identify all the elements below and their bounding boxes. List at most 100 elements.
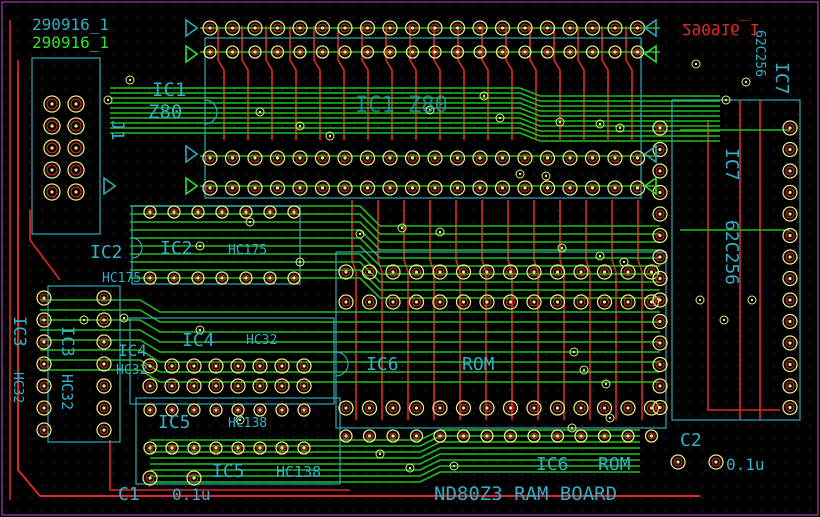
pad — [596, 294, 613, 310]
trace-vertical — [241, 26, 249, 140]
pad-inner — [388, 267, 398, 277]
pad-inner — [498, 23, 507, 33]
pad — [43, 161, 61, 179]
pad-inner — [647, 403, 656, 413]
via — [195, 241, 205, 251]
pad-inner — [623, 297, 633, 307]
pad-inner — [565, 153, 575, 163]
pad-inner — [655, 403, 665, 412]
pad-inner — [459, 297, 468, 307]
trace-bus — [150, 465, 640, 477]
pad — [67, 117, 85, 135]
pad-hole — [649, 434, 654, 438]
pad — [585, 45, 600, 59]
pad-hole — [344, 406, 348, 410]
c2-ref-label: C2 — [680, 430, 702, 451]
pad-inner — [647, 267, 656, 277]
pad-inner — [483, 432, 491, 440]
pad-hole — [649, 270, 654, 274]
via — [691, 59, 701, 69]
pad-inner — [168, 444, 176, 452]
pad-hole — [208, 26, 212, 30]
ic7b-value-label: 62C256 — [721, 220, 742, 285]
pad-inner — [576, 403, 586, 413]
pad-inner — [673, 457, 683, 467]
pad-hole — [148, 408, 152, 412]
via — [449, 461, 459, 471]
ic4-outline — [129, 317, 335, 405]
pad-hole — [478, 26, 482, 30]
pad-inner — [70, 142, 82, 154]
pad-inner — [577, 432, 585, 440]
via — [103, 95, 113, 105]
pad-inner — [340, 183, 350, 193]
pad-inner — [205, 23, 215, 33]
pad-hole — [508, 434, 513, 438]
pad-hole — [220, 210, 224, 214]
trace-vertical — [577, 26, 585, 140]
pad-inner — [363, 183, 372, 193]
via — [479, 91, 489, 101]
j1-ref-label: J1 — [107, 120, 127, 140]
pad-hole — [579, 434, 583, 438]
pad-hole — [788, 384, 792, 388]
pad-hole — [545, 26, 550, 30]
ic3b-value-label: HC32 — [58, 374, 76, 410]
pad — [620, 294, 636, 310]
pad-hole — [298, 156, 302, 160]
via-hole — [328, 134, 332, 138]
pad-hole — [320, 156, 325, 160]
pad — [263, 205, 277, 219]
ic2-ref-label: IC2 — [90, 242, 123, 263]
trace-bus — [40, 369, 660, 383]
pad — [670, 454, 686, 470]
pad-inner — [274, 48, 281, 56]
pad-hole — [658, 362, 662, 367]
ic7-ref-label: IC7 — [771, 62, 792, 95]
pad-inner — [318, 23, 327, 33]
pad-hole — [244, 276, 248, 280]
trace-bus — [110, 122, 720, 132]
pad-hole — [343, 156, 347, 160]
pad-inner — [543, 23, 552, 33]
pad-inner — [206, 48, 214, 56]
pad-hole — [658, 384, 662, 388]
pad — [652, 206, 668, 222]
pad-inner — [648, 432, 655, 440]
pad-inner — [521, 48, 529, 56]
pad — [562, 150, 578, 166]
pad-inner — [482, 297, 492, 307]
pad-inner — [576, 297, 586, 307]
trace-bus — [130, 221, 660, 243]
pad-hole — [365, 186, 370, 190]
pad-hole — [485, 406, 489, 410]
pad-hole — [214, 408, 218, 412]
pad — [359, 20, 376, 36]
pad-inner — [70, 98, 82, 110]
pad-inner — [233, 361, 243, 371]
pad — [427, 150, 443, 166]
pad — [43, 117, 61, 135]
ic6-notch — [335, 351, 349, 377]
pad-hole — [42, 428, 46, 432]
pad — [562, 20, 578, 36]
pad-hole — [590, 26, 595, 30]
pad-inner — [388, 403, 398, 413]
trace-vertical — [313, 26, 321, 140]
via-hole — [82, 318, 86, 322]
pad — [164, 358, 180, 374]
pad — [526, 264, 542, 280]
pad-inner — [785, 123, 795, 133]
pad — [230, 358, 246, 374]
pad — [209, 403, 223, 417]
via — [79, 315, 89, 325]
via-hole — [694, 62, 698, 66]
pad-hole — [42, 318, 46, 322]
pin1-marker — [185, 144, 199, 164]
pad — [517, 180, 533, 196]
pad — [652, 120, 668, 136]
pad — [427, 180, 443, 196]
pad-hole — [148, 364, 152, 368]
trace-bottom-run — [109, 440, 350, 491]
